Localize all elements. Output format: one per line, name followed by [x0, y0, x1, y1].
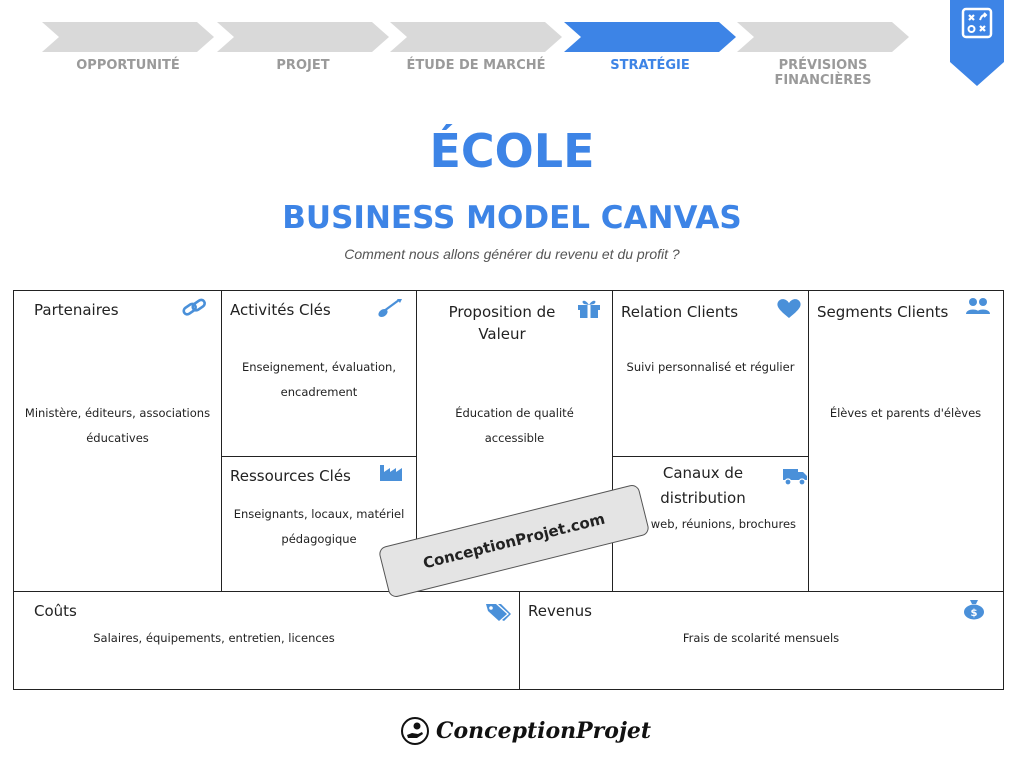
money-bag-icon: $ — [964, 600, 984, 620]
step-strategie[interactable]: STRATÉGIE — [564, 22, 736, 82]
cell-revenus: Revenus $ Frais de scolarité mensuels — [519, 591, 1004, 690]
step-label: PROJET — [276, 58, 330, 73]
factory-icon — [380, 465, 402, 481]
footer-logo-text: ConceptionProjet — [436, 718, 652, 744]
cell-text-line: Salaires, équipements, entretien, licenc… — [93, 631, 335, 645]
cell-relation-clients: Relation Clients Suivi personnalisé et r… — [612, 290, 810, 458]
cell-text-line: Site web, réunions, brochures — [624, 517, 797, 531]
cell-heading: Coûts — [34, 602, 77, 620]
page-subtitle: BUSINESS MODEL CANVAS — [282, 200, 742, 236]
heart-icon — [777, 299, 801, 318]
cell-text: Enseignement, évaluation, encadrement — [222, 355, 416, 405]
page-title: ÉCOLE — [429, 124, 595, 178]
cell-heading-line: Valeur — [478, 325, 526, 343]
progress-steps: OPPORTUNITÉ PROJET ÉTUDE DE MARCHÉ STRAT… — [42, 22, 942, 88]
svg-text:$: $ — [971, 608, 978, 619]
cell-text-line: Ministère, éditeurs, associations — [24, 406, 211, 420]
cell-text-line: Élèves et parents d'élèves — [829, 406, 982, 420]
step-projet[interactable]: PROJET — [217, 22, 389, 82]
step-label: PRÉVISIONS FINANCIÈRES — [774, 58, 872, 88]
cell-text-line: Suivi personnalisé et régulier — [626, 360, 795, 374]
cell-text: Élèves et parents d'élèves — [809, 401, 1002, 426]
cell-text-line: Enseignement, évaluation, — [241, 360, 396, 374]
step-arrow — [737, 22, 909, 52]
hand-coin-icon — [401, 717, 429, 745]
cell-text-line: accessible — [484, 431, 545, 445]
step-opportunite[interactable]: OPPORTUNITÉ — [42, 22, 214, 82]
strategy-board-icon — [961, 7, 993, 39]
cell-text-line: Éducation de qualité — [455, 406, 574, 420]
cell-couts: Coûts Salaires, équipements, entretien, … — [13, 591, 521, 690]
cell-text: Salaires, équipements, entretien, licenc… — [14, 626, 414, 651]
strategy-bookmark[interactable] — [950, 0, 1004, 86]
cell-text-line: Frais de scolarité mensuels — [682, 631, 840, 645]
cell-heading: Partenaires — [34, 301, 119, 319]
link-icon — [182, 298, 206, 316]
cell-heading: Relation Clients — [621, 303, 739, 321]
step-arrow — [42, 22, 214, 52]
cell-text-line: encadrement — [280, 385, 358, 399]
step-arrow — [564, 22, 736, 52]
cell-text: Site web, réunions, brochures — [613, 512, 808, 537]
cell-text-line: Enseignants, locaux, matériel — [233, 507, 405, 521]
gift-icon — [578, 300, 600, 318]
cell-heading: Segments Clients — [817, 303, 949, 321]
cell-heading: Ressources Clés — [230, 467, 351, 485]
cell-heading-line: distribution — [660, 489, 746, 507]
cell-text: Suivi personnalisé et régulier — [613, 355, 808, 380]
tagline: Comment nous allons générer du revenu et… — [344, 246, 680, 262]
cell-text-line: éducatives — [86, 431, 149, 445]
cell-text-line: pédagogique — [281, 532, 357, 546]
cell-ressources-cles: Ressources Clés Enseignants, locaux, mat… — [221, 456, 418, 593]
step-label: ÉTUDE DE MARCHÉ — [406, 58, 546, 73]
cell-heading-line: Canaux de — [662, 464, 744, 482]
step-etude-de-marche[interactable]: ÉTUDE DE MARCHÉ — [390, 22, 562, 82]
cell-text: Éducation de qualité accessible — [417, 401, 612, 451]
step-arrow — [390, 22, 562, 52]
cell-segments-clients: Segments Clients Élèves et parents d'élè… — [808, 290, 1004, 593]
cell-activites-cles: Activités Clés Enseignement, évaluation,… — [221, 290, 418, 458]
cell-heading: Canaux de distribution — [633, 461, 773, 511]
cell-text: Frais de scolarité mensuels — [520, 626, 1002, 651]
step-previsions-financieres[interactable]: PRÉVISIONS FINANCIÈRES — [737, 22, 909, 88]
shovel-icon — [378, 299, 402, 318]
cell-text: Ministère, éditeurs, associations éducat… — [14, 401, 221, 451]
cell-heading-line: Proposition de — [448, 303, 556, 321]
tags-icon — [486, 604, 511, 621]
step-label: STRATÉGIE — [610, 58, 690, 73]
cell-text: Enseignants, locaux, matériel pédagogiqu… — [222, 502, 416, 552]
cell-heading: Activités Clés — [230, 301, 331, 319]
cell-heading: Proposition de Valeur — [437, 301, 567, 345]
cell-partenaires: Partenaires Ministère, éditeurs, associa… — [13, 290, 223, 593]
step-label: OPPORTUNITÉ — [76, 58, 180, 73]
cell-heading: Revenus — [528, 602, 592, 620]
footer-logo[interactable]: ConceptionProjet — [400, 713, 651, 749]
users-icon — [966, 298, 990, 314]
truck-icon — [783, 469, 807, 486]
step-arrow — [217, 22, 389, 52]
